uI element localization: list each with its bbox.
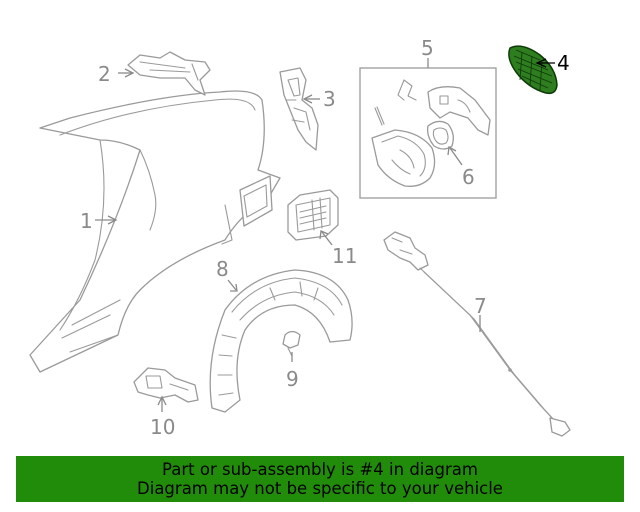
callout-2[interactable]: 2 (98, 62, 111, 86)
part-10-lower-bracket[interactable] (133, 367, 199, 412)
callout-8[interactable]: 8 (216, 257, 229, 281)
part-1-quarter-panel[interactable] (29, 90, 281, 373)
callout-6[interactable]: 6 (462, 165, 475, 189)
part-11-pressure-vent[interactable] (287, 189, 339, 246)
callout-7[interactable]: 7 (474, 294, 487, 318)
part-6-seal-leader (447, 145, 463, 166)
banner-line-part: Part or sub-assembly is #4 in diagram (162, 460, 478, 479)
callout-5[interactable]: 5 (421, 36, 434, 60)
callout-9[interactable]: 9 (286, 367, 299, 391)
callout-10[interactable]: 10 (150, 415, 175, 439)
part-9-clip[interactable] (282, 330, 301, 363)
callout-4[interactable]: 4 (557, 51, 570, 75)
part-3-side-bracket[interactable] (279, 67, 320, 151)
part-5-fuel-door-assembly[interactable] (359, 58, 497, 199)
part-2-upper-bracket[interactable] (118, 51, 211, 96)
part-8-wheelhouse-liner[interactable] (209, 269, 353, 413)
info-banner: Part or sub-assembly is #4 in diagram Di… (16, 456, 624, 502)
banner-line-disclaimer: Diagram may not be specific to your vehi… (137, 479, 503, 498)
callout-11[interactable]: 11 (332, 244, 357, 268)
callout-3[interactable]: 3 (323, 87, 336, 111)
callout-1[interactable]: 1 (80, 209, 93, 233)
part-4-fuel-door[interactable] (508, 45, 558, 95)
part-7-release-cable[interactable] (383, 231, 571, 437)
